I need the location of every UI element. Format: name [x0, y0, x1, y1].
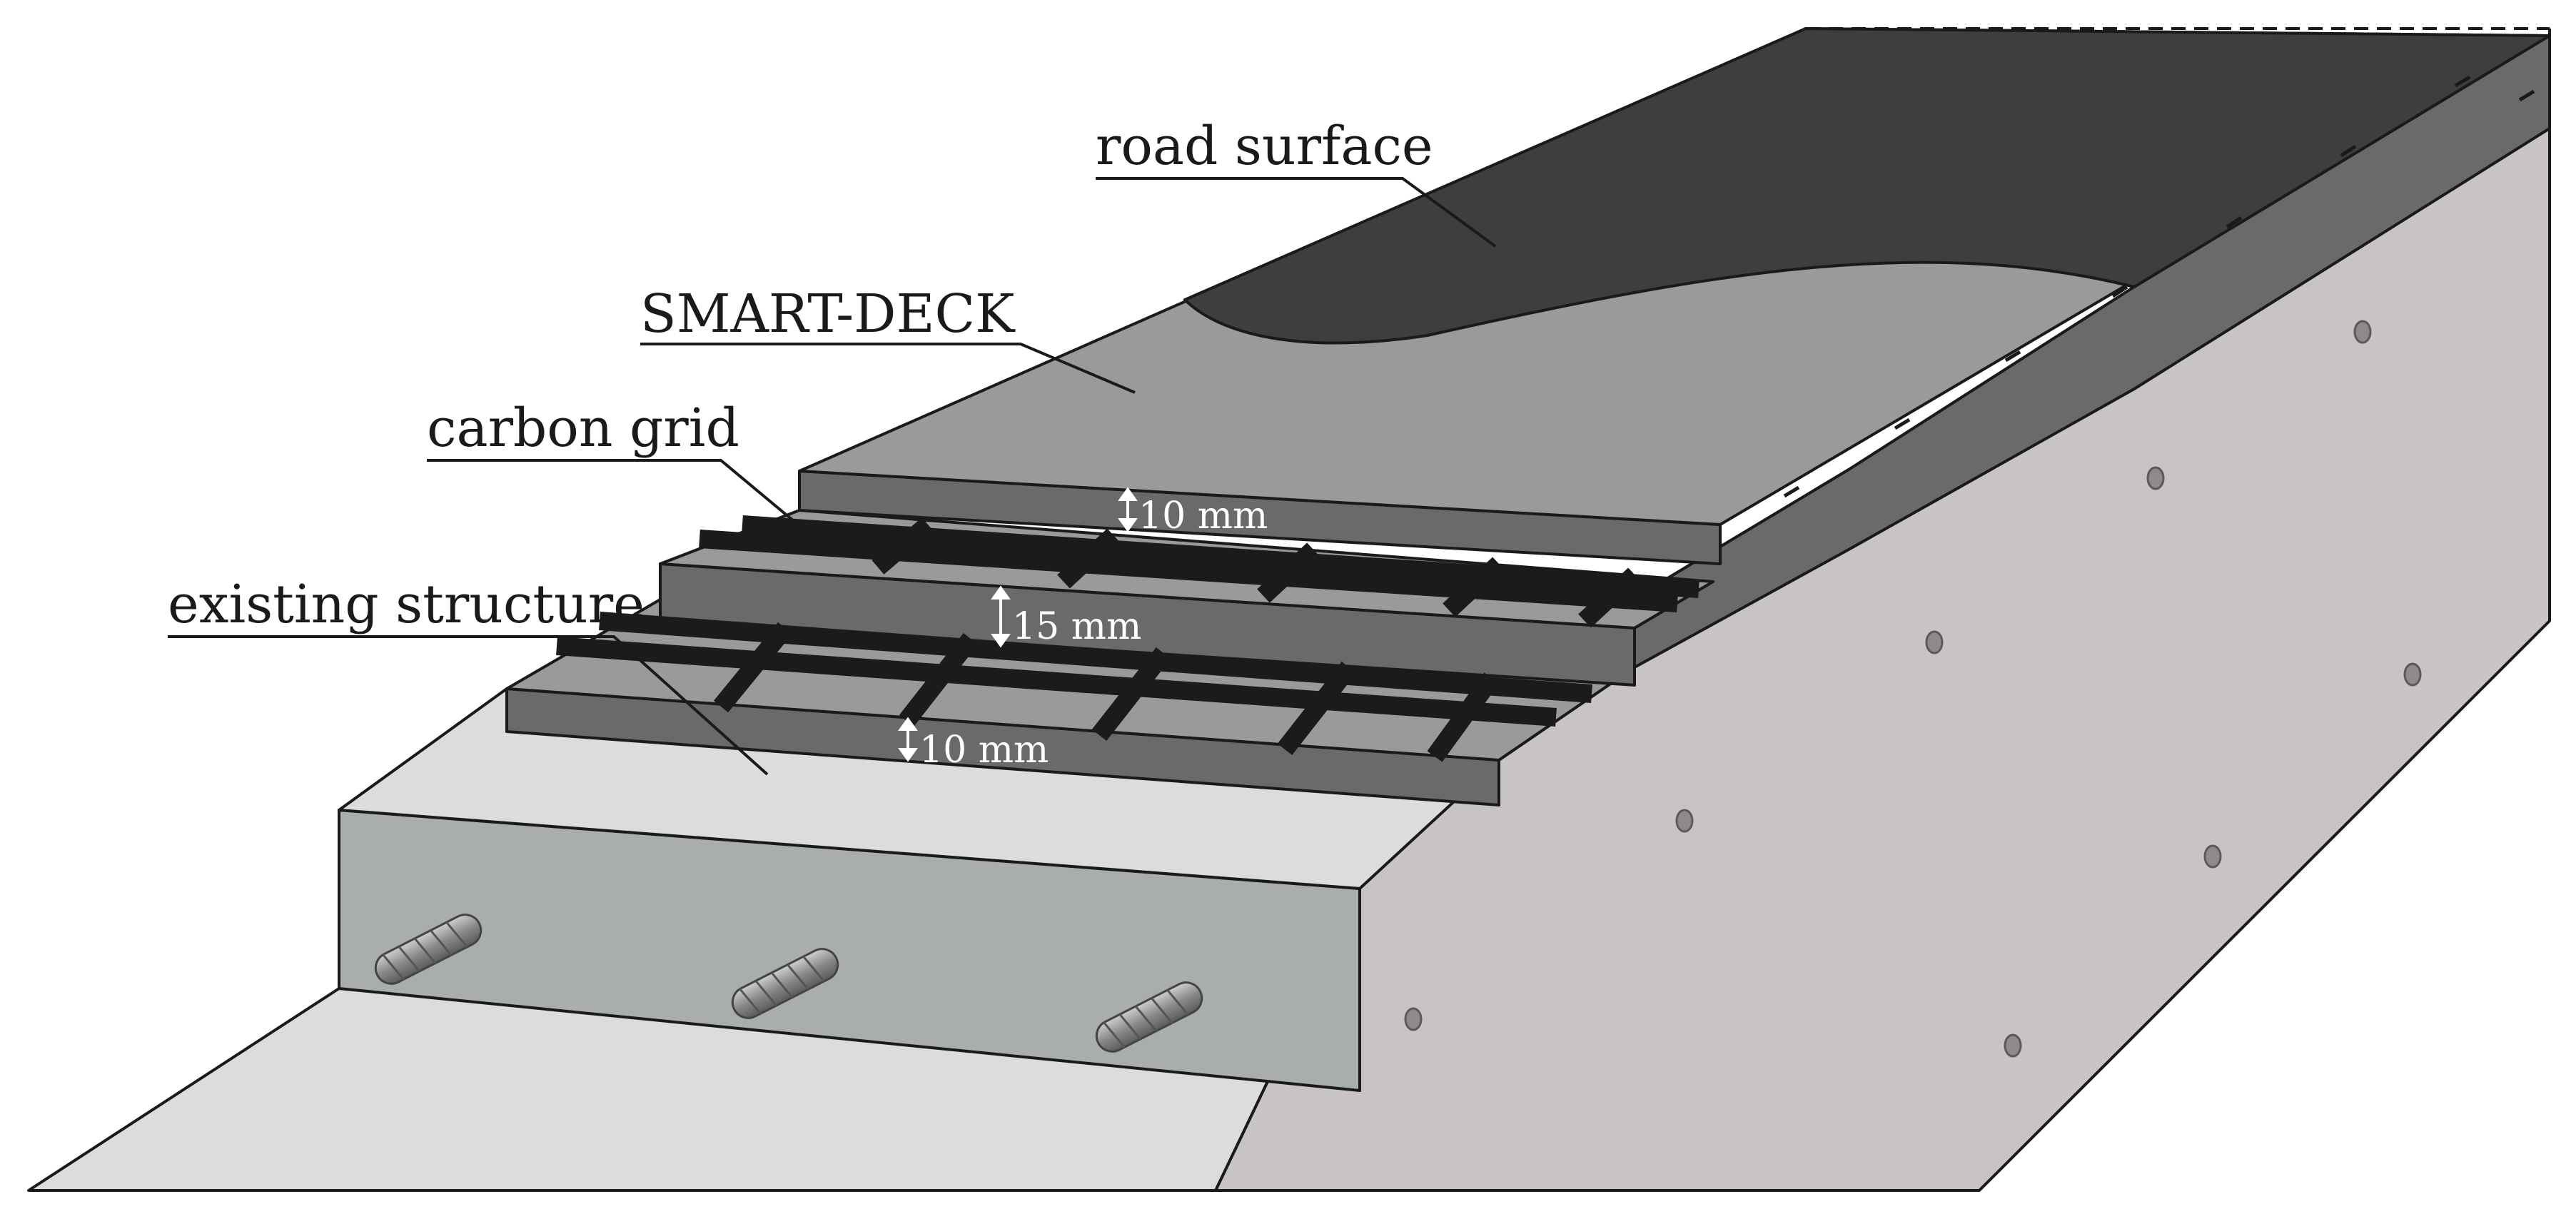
carbon-grid-upper [699, 515, 1699, 628]
side-dashes [1783, 75, 2535, 498]
dim-top-layer: 10 mm [1138, 495, 1268, 537]
label-existing-structure: existing structure [168, 574, 645, 635]
road-surface-layer [1183, 27, 2551, 345]
rebar-1 [374, 914, 483, 985]
dim-middle-layer: 15 mm [1012, 605, 1141, 648]
label-carbon-grid: carbon grid [427, 398, 739, 459]
label-road-surface: road surface [1096, 116, 1433, 177]
label-smart-deck: SMART-DECK [640, 283, 1016, 345]
carbon-grid-lower [556, 612, 1592, 762]
rebar-group [374, 914, 1203, 1053]
leader-lines [168, 177, 1497, 776]
side-details [1404, 320, 2422, 1058]
dim-bottom-layer: 10 mm [919, 729, 1049, 772]
dimension-arrows [898, 487, 1138, 762]
rebar-2 [731, 948, 839, 1019]
rebar-3 [1095, 981, 1203, 1053]
dashed-outline [29, 27, 2551, 1192]
